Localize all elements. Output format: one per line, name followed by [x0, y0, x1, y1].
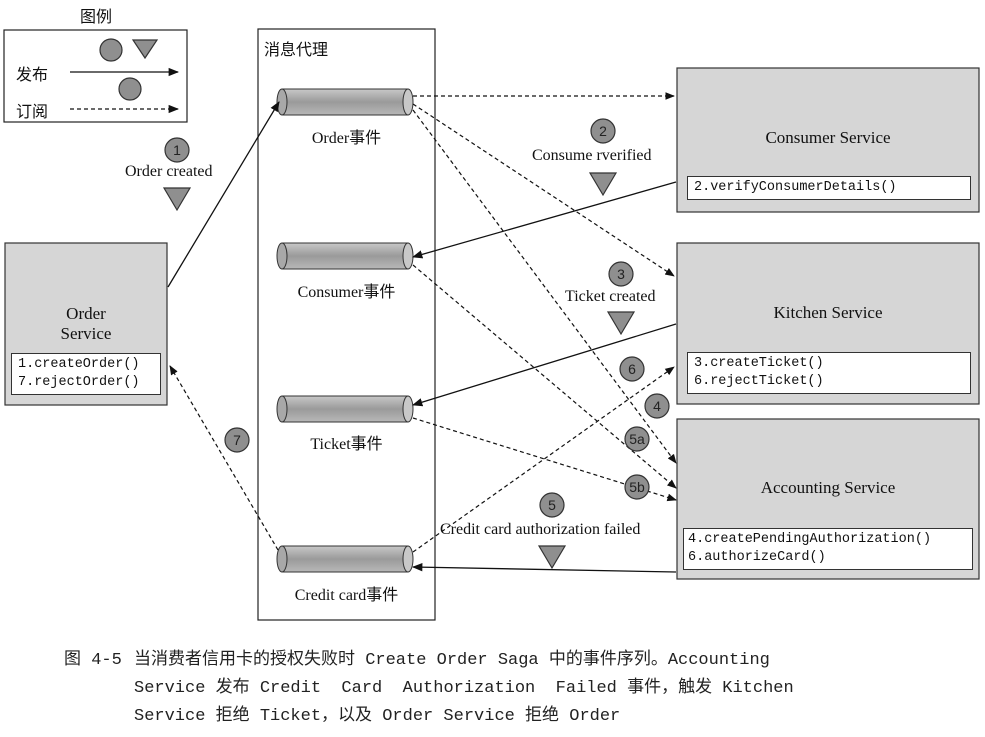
legend-subscribe-label: 订阅: [16, 104, 49, 121]
step-5a-number: 5a: [629, 431, 645, 447]
legend-publish-label: 发布: [16, 67, 49, 84]
event-card-auth-failed-triangle: [537, 545, 567, 570]
caption-line-2: Service 发布 Credit Card Authorization Fai…: [134, 679, 794, 698]
arrow-accounting-subscribes-ticket-events: [412, 417, 677, 502]
arrow-accounting-subscribes-order-events: [412, 109, 677, 464]
order-service-title: Order Service: [5, 304, 167, 344]
event-label-order-created: Order created: [125, 163, 213, 180]
event-ticket-created-triangle: [606, 311, 636, 336]
event-consumer-verified-triangle: [588, 172, 618, 197]
step-7-number: 7: [233, 432, 241, 448]
channel-label-consumer-events: Consumer事件: [297, 284, 396, 301]
order-method-create-order: 1.createOrder(): [18, 357, 140, 372]
arrow-accounting-publishes-credit-card-events: [411, 563, 677, 573]
order-service-title-line1: Order: [66, 304, 106, 323]
consumer-service-methods: 2.verifyConsumerDetails(): [687, 176, 971, 200]
step-6-circle: [619, 356, 645, 382]
caption-line-1: 当消费者信用卡的授权失败时 Create Order Saga 中的事件序列。A…: [134, 651, 770, 670]
arrow-order-subscribes-credit-card-events: [169, 365, 279, 551]
accounting-service-methods: 4.createPendingAuthorization() 6.authori…: [683, 528, 973, 570]
step-5b-circle: [624, 474, 650, 500]
event-label-card-auth-failed: Credit card authorization failed: [440, 521, 641, 538]
step-3-number: 3: [617, 266, 625, 282]
step-5-number: 5: [548, 497, 556, 513]
kitchen-method-create-ticket: 3.createTicket(): [694, 356, 824, 371]
step-5b-number: 5b: [629, 479, 645, 495]
arrow-order-publishes-order-events: [167, 101, 280, 288]
legend-box: [3, 29, 188, 123]
order-service-methods: 1.createOrder() 7.rejectOrder(): [11, 353, 161, 395]
arrow-kitchen-subscribes-credit-card-events: [412, 366, 675, 553]
order-method-reject-order: 7.rejectOrder(): [18, 375, 140, 390]
legend-publish-triangle-marker: [131, 39, 159, 60]
step-6-number: 6: [628, 361, 636, 377]
channel-label-ticket-events: Ticket事件: [310, 436, 383, 453]
accounting-service-title: Accounting Service: [760, 478, 896, 497]
channel-label-order-events: Order事件: [311, 130, 382, 147]
step-1-circle: [164, 137, 190, 163]
order-service-title-line2: Service: [60, 324, 112, 343]
broker-title: 消息代理: [264, 42, 329, 59]
step-2-number: 2: [599, 123, 607, 139]
legend-title: 图例: [80, 9, 113, 26]
consumer-method-verify-details: 2.verifyConsumerDetails(): [694, 180, 897, 195]
kitchen-service-methods: 3.createTicket() 6.rejectTicket(): [687, 352, 971, 394]
step-7-circle: [224, 427, 250, 453]
arrow-consumer-publishes-consumer-events: [411, 181, 677, 259]
legend-subscribe-circle-marker: [118, 77, 142, 101]
step-3-circle: [608, 261, 634, 287]
kitchen-service-title: Kitchen Service: [773, 303, 883, 322]
channel-ticket-events: [276, 395, 414, 423]
arrow-accounting-subscribes-consumer-events: [412, 264, 677, 489]
event-order-created-triangle: [162, 187, 192, 212]
accounting-method-create-pending-authorization: 4.createPendingAuthorization(): [688, 532, 932, 547]
event-label-ticket-created: Ticket created: [565, 288, 656, 305]
channel-order-events: [276, 88, 414, 116]
channel-label-credit-card-events: Credit card事件: [294, 587, 399, 604]
consumer-service-title: Consumer Service: [765, 128, 891, 147]
figure-number: 图 4-5: [64, 651, 122, 670]
kitchen-method-reject-ticket: 6.rejectTicket(): [694, 374, 824, 389]
legend-publish-circle-marker: [99, 38, 123, 62]
caption-line-3: Service 拒绝 Ticket，以及 Order Service 拒绝 Or…: [134, 707, 621, 726]
step-5a-circle: [624, 426, 650, 452]
step-5-circle: [539, 492, 565, 518]
arrow-kitchen-subscribes-order-events: [412, 103, 675, 277]
step-1-number: 1: [173, 142, 181, 158]
message-broker-box: [257, 28, 436, 621]
arrow-kitchen-publishes-ticket-events: [412, 323, 677, 407]
accounting-method-authorize-card: 6.authorizeCard(): [688, 550, 826, 565]
step-4-number: 4: [653, 398, 661, 414]
channel-consumer-events: [276, 242, 414, 270]
step-4-circle: [644, 393, 670, 419]
step-2-circle: [590, 118, 616, 144]
channel-credit-card-events: [276, 545, 414, 573]
event-label-consumer-verified: Consume rverified: [532, 147, 652, 164]
